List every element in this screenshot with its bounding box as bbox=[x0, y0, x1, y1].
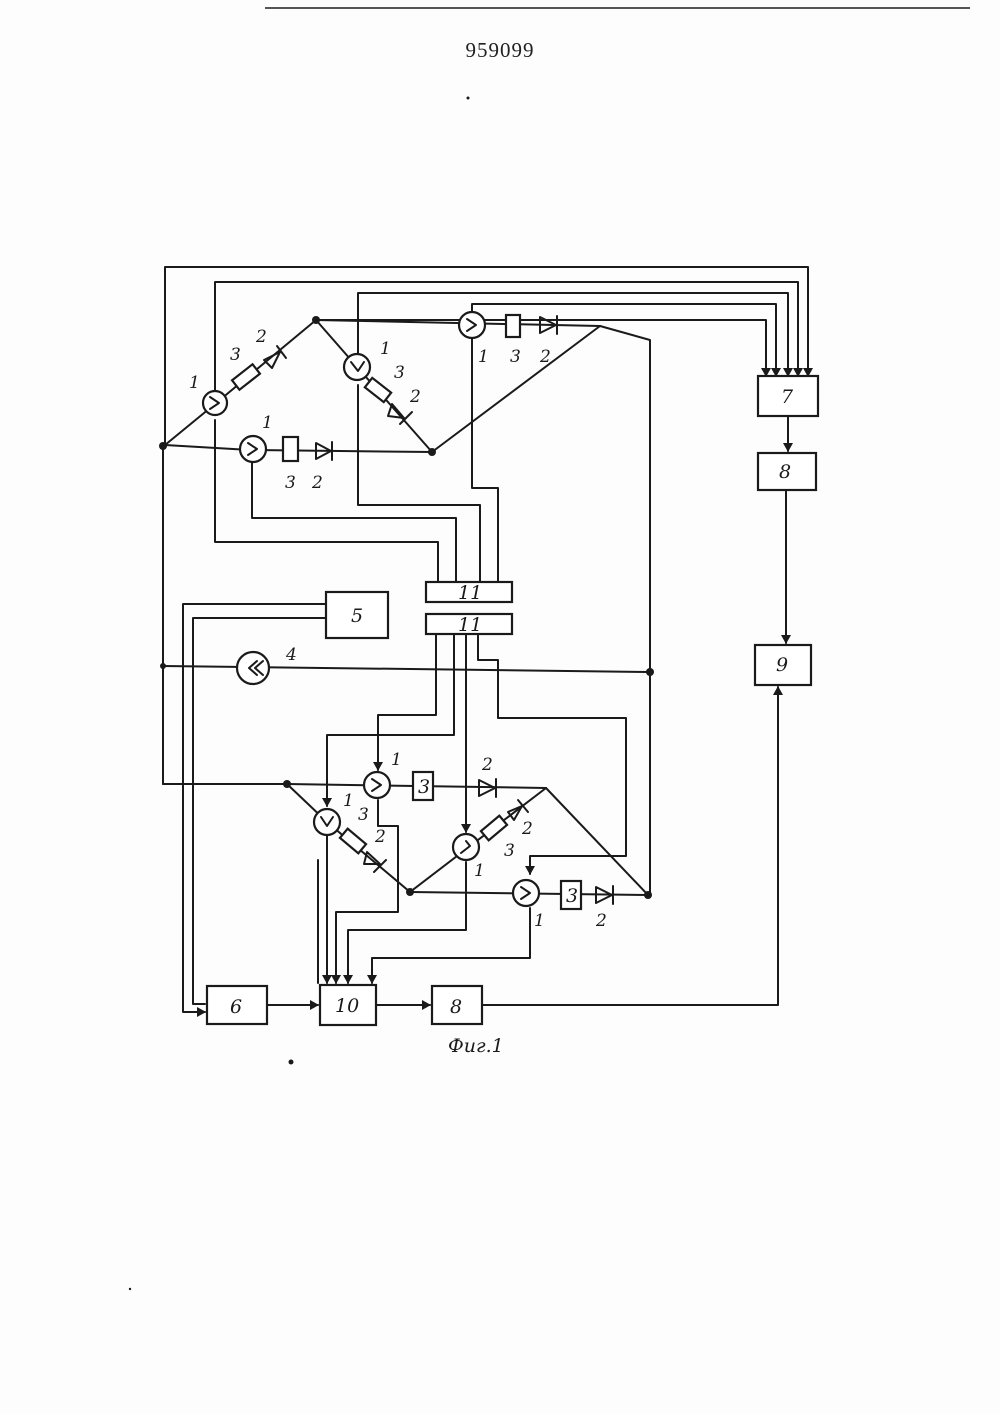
svg-text:2: 2 bbox=[595, 911, 607, 931]
lower-circulator-d: 1 bbox=[513, 880, 545, 931]
upper-resistor-a: 3 bbox=[230, 345, 260, 390]
svg-text:2: 2 bbox=[521, 819, 533, 839]
svg-text:3: 3 bbox=[358, 805, 369, 825]
node bbox=[428, 448, 436, 456]
svg-text:1: 1 bbox=[343, 791, 354, 811]
scan-speck bbox=[289, 1060, 294, 1065]
svg-text:3: 3 bbox=[504, 841, 515, 861]
lower-wiring bbox=[163, 634, 650, 983]
svg-text:1: 1 bbox=[474, 861, 485, 881]
scan-speck bbox=[129, 1288, 131, 1290]
node bbox=[406, 888, 414, 896]
generator-4: 4 bbox=[237, 645, 297, 684]
svg-text:8: 8 bbox=[450, 996, 462, 1018]
svg-text:3: 3 bbox=[394, 363, 405, 383]
svg-text:1: 1 bbox=[380, 339, 391, 359]
block-5: 5 bbox=[326, 592, 388, 638]
block-8-bottom: 8 bbox=[432, 986, 482, 1024]
svg-text:8: 8 bbox=[779, 461, 791, 483]
upper-circulator-a: 1 bbox=[189, 373, 227, 415]
svg-text:3: 3 bbox=[510, 347, 521, 367]
lower-diode-a: 2 bbox=[479, 755, 496, 797]
lower-resistor-b: 3 bbox=[340, 805, 369, 853]
node bbox=[283, 780, 291, 788]
node bbox=[159, 442, 167, 450]
node bbox=[312, 316, 320, 324]
svg-text:2: 2 bbox=[311, 473, 323, 493]
svg-text:2: 2 bbox=[539, 347, 551, 367]
svg-text:2: 2 bbox=[481, 755, 493, 775]
svg-text:2: 2 bbox=[255, 327, 267, 347]
svg-text:3: 3 bbox=[418, 776, 430, 798]
svg-text:1: 1 bbox=[391, 750, 402, 770]
svg-text:3: 3 bbox=[285, 473, 296, 493]
block-6: 6 bbox=[207, 986, 267, 1024]
svg-text:2: 2 bbox=[374, 827, 386, 847]
block-10: 10 bbox=[320, 985, 376, 1025]
svg-text:11: 11 bbox=[458, 614, 482, 636]
svg-text:6: 6 bbox=[230, 996, 242, 1018]
svg-text:9: 9 bbox=[776, 654, 788, 676]
svg-text:10: 10 bbox=[335, 995, 359, 1017]
svg-text:1: 1 bbox=[478, 347, 489, 367]
upper-resistor-c: 3 bbox=[506, 315, 521, 367]
block-11-upper: 11 bbox=[426, 582, 512, 604]
upper-resistor-d: 3 bbox=[283, 437, 298, 493]
lower-block-3-a: 3 bbox=[413, 772, 433, 800]
lower-circulator-c: 1 bbox=[453, 834, 485, 881]
svg-text:1: 1 bbox=[262, 413, 273, 433]
lower-diode-d: 2 bbox=[595, 886, 613, 931]
block-11-lower: 11 bbox=[426, 614, 512, 636]
lower-block-3-b: 3 bbox=[561, 881, 581, 909]
upper-circulator-b: 1 bbox=[344, 339, 391, 380]
block-8-top: 8 bbox=[758, 453, 816, 490]
block-9: 9 bbox=[755, 645, 811, 685]
upper-circulator-d: 1 bbox=[240, 413, 273, 462]
node bbox=[644, 891, 652, 899]
svg-text:5: 5 bbox=[351, 605, 363, 627]
svg-text:7: 7 bbox=[781, 386, 794, 408]
lower-diode-c: 2 bbox=[508, 800, 533, 839]
scan-speck bbox=[467, 97, 470, 100]
svg-text:3: 3 bbox=[230, 345, 241, 365]
upper-diode-b: 2 bbox=[388, 387, 421, 424]
block-7: 7 bbox=[758, 376, 818, 416]
lower-circulator-a: 1 bbox=[364, 750, 402, 798]
node bbox=[160, 663, 166, 669]
svg-text:4: 4 bbox=[285, 645, 297, 665]
lower-resistor-c: 3 bbox=[481, 816, 515, 861]
svg-text:1: 1 bbox=[534, 911, 545, 931]
upper-circulator-c: 1 bbox=[459, 312, 489, 367]
svg-text:11: 11 bbox=[458, 582, 482, 604]
svg-text:3: 3 bbox=[566, 885, 578, 907]
upper-diode-a: 2 bbox=[255, 327, 286, 368]
svg-text:2: 2 bbox=[409, 387, 421, 407]
upper-diode-d: 2 bbox=[311, 442, 332, 493]
svg-text:1: 1 bbox=[189, 373, 200, 393]
figure-caption: Фиг.1 bbox=[448, 1035, 504, 1057]
lower-diode-b: 2 bbox=[364, 827, 386, 872]
